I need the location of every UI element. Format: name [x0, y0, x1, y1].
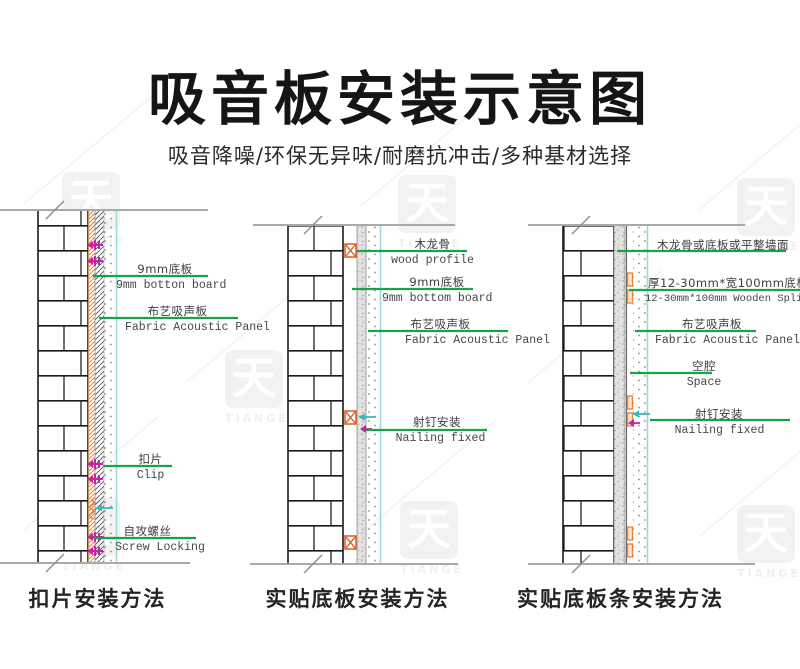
- watermark-box: 天: [225, 350, 283, 408]
- label-acoustic-panel-zh: 布艺吸声板: [147, 304, 208, 318]
- watermark-brand: TIANGE: [225, 412, 289, 425]
- brick-wall: [562, 224, 615, 565]
- diagram-clip-method: [0, 200, 238, 573]
- label-batten-en: 12-30mm*100mm Wooden Splint: [645, 293, 800, 305]
- caption-batten-method: 实贴底板条安装方法: [517, 587, 724, 611]
- watermark-logo: 天 TIANGE: [737, 505, 800, 580]
- label-nailing-zh: 射钉安装: [413, 415, 461, 429]
- wood-keel-symbol: [344, 243, 357, 258]
- watermark-box: 天: [398, 175, 456, 233]
- watermark-glyph: 天: [232, 353, 276, 404]
- brick-wall: [287, 224, 344, 565]
- watermark-logo: 天 TIANGE: [400, 501, 464, 576]
- watermark-glyph: 天: [744, 508, 788, 559]
- label-space-en: Space: [686, 376, 722, 389]
- diagram-baseboard-method: [250, 215, 508, 574]
- label-nailing-en: Nailing fixed: [674, 424, 765, 437]
- acoustic-panel-layer: [633, 225, 646, 564]
- watermark-brand: TIANGE: [400, 563, 464, 576]
- leveling-layer: [613, 224, 626, 565]
- label-wood-keel-zh: 木龙骨: [414, 237, 451, 251]
- wood-keel-symbol: [344, 410, 357, 425]
- watermark-brand: TIANGE: [737, 240, 800, 253]
- label-space-zh: 空腔: [692, 359, 716, 373]
- caption-baseboard-method: 实贴底板安装方法: [265, 587, 450, 611]
- break-mark: [303, 554, 323, 574]
- label-base-board-en: 9mm bottom board: [382, 292, 493, 305]
- brick-wall: [37, 209, 89, 564]
- label-clip-zh: 扣片: [138, 452, 163, 466]
- wood-keel-symbol: [344, 535, 357, 550]
- label-acoustic-panel-zh: 布艺吸声板: [410, 317, 471, 331]
- acoustic-panel-layer: [104, 210, 115, 563]
- label-acoustic-panel-zh: 布艺吸声板: [682, 317, 742, 331]
- acoustic-panel-layer: [366, 225, 378, 564]
- break-mark: [571, 215, 591, 235]
- diagram-batten-method: [528, 215, 800, 574]
- watermark-glyph: 天: [405, 178, 449, 229]
- watermark-logo: 天 TIANGE: [398, 175, 462, 250]
- label-nailing-zh: 射钉安装: [695, 407, 743, 421]
- label-base-board-zh: 9mm底板: [137, 262, 193, 276]
- batten-strip-symbol: [626, 526, 634, 558]
- break-mark: [303, 215, 323, 235]
- label-acoustic-panel-en: Fabric Acoustic Panel: [405, 334, 550, 347]
- label-wood-keel-en: wood profile: [391, 254, 474, 267]
- break-mark: [45, 200, 65, 220]
- watermark-brand: TIANGE: [737, 567, 800, 580]
- label-nailing-en: Nailing fixed: [395, 432, 486, 445]
- watermark-box: 天: [400, 501, 458, 559]
- label-screw-zh: 自攻螺丝: [123, 524, 172, 538]
- break-mark: [571, 554, 591, 574]
- batten-strip-symbol: [626, 272, 634, 304]
- base-board-layer: [356, 224, 367, 565]
- watermark-box: 天: [737, 178, 795, 236]
- page-subtitle: 吸音降噪/环保无异味/耐磨抗冲击/多种基材选择: [167, 144, 633, 168]
- watermark-logo: 天 TIANGE: [225, 350, 289, 425]
- label-screw-en: Screw Locking: [115, 541, 205, 554]
- watermark-box: 天: [737, 505, 795, 563]
- label-acoustic-panel-en: Fabric Acoustic Panel: [655, 334, 800, 347]
- watermark-glyph: 天: [744, 181, 788, 232]
- label-substrate-zh: 木龙骨或底板或平整墙面: [657, 238, 789, 252]
- watermark-logo: 天 TIANGE: [737, 178, 800, 253]
- label-acoustic-panel-en: Fabric Acoustic Panel: [125, 321, 270, 334]
- watermark-brand: TIANGE: [398, 237, 462, 250]
- spring-symbol: [87, 498, 97, 520]
- label-clip-en: Clip: [136, 469, 165, 482]
- label-base-board-en: 9mm botton board: [116, 279, 227, 292]
- watermark-glyph: 天: [407, 504, 451, 555]
- caption-clip-method: 扣片安装方法: [28, 587, 167, 611]
- label-batten-zh: 厚12-30mm*宽100mm底板条: [648, 276, 800, 290]
- break-mark: [45, 553, 65, 573]
- page-title: 吸音板安装示意图: [147, 65, 652, 133]
- label-base-board-zh: 9mm底板: [409, 275, 465, 289]
